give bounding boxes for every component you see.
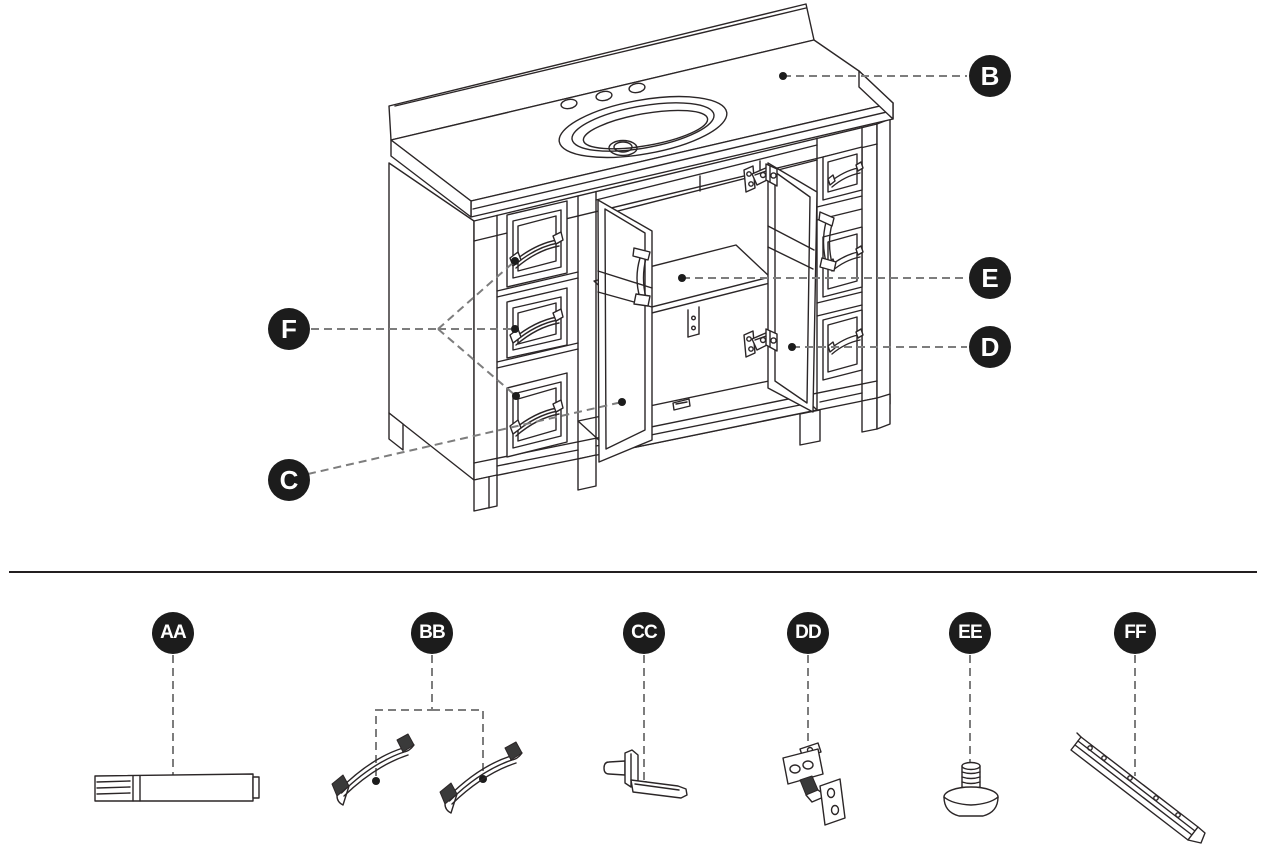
- callout-E: E: [969, 257, 1011, 299]
- cabinet-legs: [388, 393, 891, 512]
- callout-FF: FF: [1114, 612, 1156, 654]
- left-drawer-bank: [506, 200, 568, 458]
- countertop: [388, 3, 894, 218]
- oval-sink: [558, 95, 728, 159]
- callout-F: F: [268, 308, 310, 350]
- leader-lines: [169, 72, 1136, 790]
- callout-C: C: [268, 459, 310, 501]
- callout-AA: AA: [152, 612, 194, 654]
- callout-D: D: [969, 326, 1011, 368]
- callout-B: B: [969, 55, 1011, 97]
- vanity-cabinet-drawing: [388, 3, 894, 512]
- hardware-bb-pull-handles: [331, 733, 523, 814]
- right-drawer-bank: [822, 146, 864, 381]
- callout-EE: EE: [949, 612, 991, 654]
- right-door-open: [743, 162, 837, 413]
- cabinet-right-post: [876, 118, 891, 405]
- sink-drain: [608, 139, 638, 157]
- faucet-holes: [560, 82, 646, 110]
- section-divider: [9, 571, 1257, 573]
- left-door-open: [597, 199, 653, 463]
- callout-CC: CC: [623, 612, 665, 654]
- hardware-ff-drawer-slide: [1070, 732, 1206, 844]
- callout-DD: DD: [787, 612, 829, 654]
- hardware-aa-dowel-bar: [94, 773, 260, 802]
- callout-BB: BB: [411, 612, 453, 654]
- hardware-dd-hinge: [782, 742, 846, 826]
- hardware-cc-shelf-clip: [603, 749, 688, 799]
- hardware-ee-leveling-foot: [943, 761, 999, 817]
